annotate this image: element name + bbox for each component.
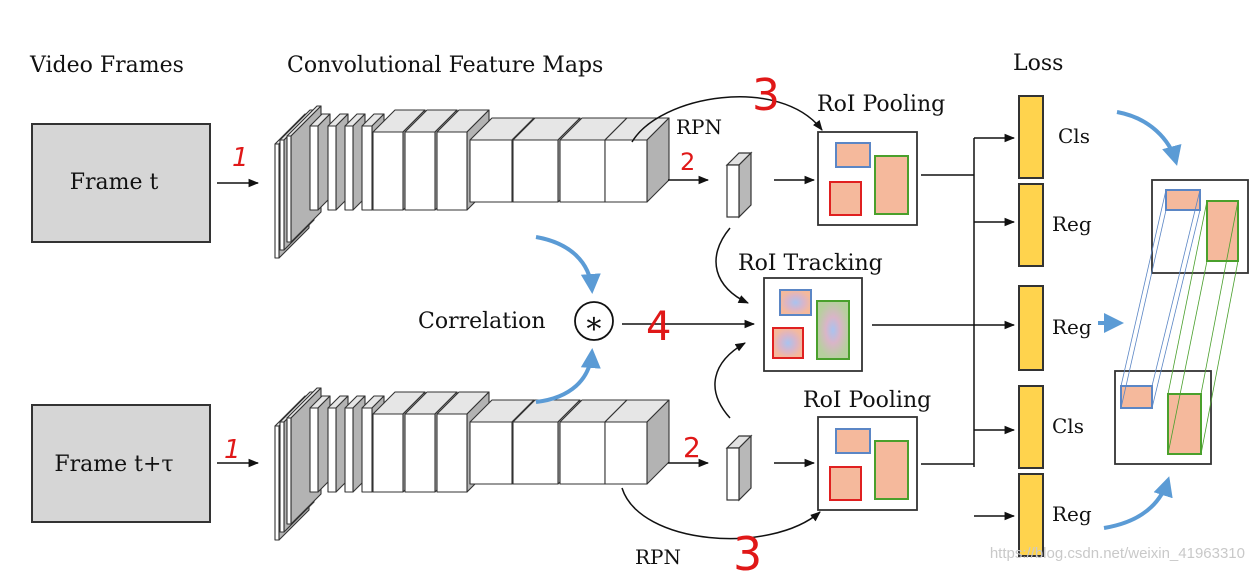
annotation-1-bottom: 1 [224,435,241,465]
loss-branch-top [921,133,1016,467]
correlation-symbol: ∗ [584,306,604,341]
frame-t-tau: Frame t+τ [31,404,211,523]
conv-top-layer-4 [309,113,331,211]
loss-bar-4 [1018,385,1044,469]
correspondence-lines [1120,189,1239,455]
blue-arrow-cls-to-result [1116,110,1182,166]
header-video-frames: Video Frames [29,53,184,78]
frame-t-box [31,123,211,243]
rpn-feature-map-top [725,151,753,219]
loss-bar-2 [1018,183,1044,267]
watermark: https://blog.csdn.net/weixin_41963310 [990,545,1245,562]
loss-label-3: Reg [1052,315,1092,339]
roi-pooling-bottom-label: RoI Pooling [803,388,931,413]
loss-branch-bottom [921,425,1016,521]
roi-pooling-top-label: RoI Pooling [817,92,945,117]
loss-label-4: Cls [1052,414,1084,438]
conv-bottom-layer-4 [309,395,331,493]
rpn-label-top: RPN [676,115,722,139]
annotation-2-bottom: 2 [683,431,701,464]
annotation-3-top: 3 [752,70,780,121]
loss-label-2: Reg [1052,212,1092,236]
loss-label-1: Cls [1058,124,1090,148]
annotation-3-bottom: 3 [733,527,762,573]
conv-top-layer-14 [604,117,670,203]
loss-label-5: Reg [1052,502,1092,526]
correlation-operator [574,301,614,341]
loss-bar-1 [1018,95,1044,179]
loss-bar-5 [1018,473,1044,557]
frame-t-label: Frame t [70,170,159,195]
roi-tracking-label: RoI Tracking [738,251,883,276]
conv-stack-top [274,105,670,259]
rpn-curve-top [631,96,823,143]
rpn-curve-bottom [621,487,821,540]
conv-stack-bottom [274,387,670,541]
conv-bottom-layer-5 [327,395,349,493]
frame-t: Frame t [31,123,211,243]
result-box-top [1151,179,1249,274]
loss-bar-3 [1018,285,1044,371]
rpn-label-bottom: RPN [635,545,681,569]
header-conv-feature-maps: Convolutional Feature Maps [287,53,603,78]
blue-arrow-reg-bottom-to-result [1103,476,1173,530]
blue-arrow-conv-bottom-to-correlation [535,348,601,404]
roi-tracking [763,277,863,372]
header-loss: Loss [1013,51,1063,76]
frame-t-tau-label: Frame t+τ [54,452,173,477]
annotation-4: 4 [646,304,671,350]
correlation-label: Correlation [418,309,546,334]
annotation-1-top: 1 [232,143,249,173]
annotation-2-top: 2 [680,148,695,176]
frame-t-tau-box [31,404,211,523]
roi-pooling-top [817,131,918,226]
result-box-bottom [1114,370,1212,465]
blue-arrow-conv-top-to-correlation [535,235,601,294]
rpn-feature-map-bottom [725,434,753,502]
roi-pooling-bottom [817,416,918,511]
conv-bottom-layer-14 [604,399,670,485]
curve-map-top-to-tracking [715,227,749,304]
curve-map-bottom-to-tracking [714,342,746,419]
